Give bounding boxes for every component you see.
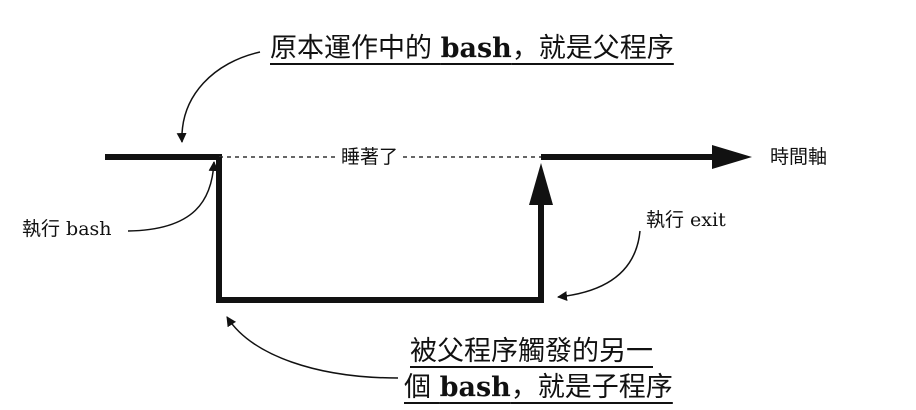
child-callout-arrow: [226, 316, 399, 379]
time-axis-arrowhead: [712, 145, 752, 169]
parent-callout-arrow: [176, 51, 261, 143]
exec-bash-callout-arrow: [127, 161, 219, 232]
exec-exit-label: 執行 exit: [646, 209, 726, 231]
sleeping-label: 睡著了: [338, 148, 402, 167]
child-bash-label-line1: 被父程序觸發的另一: [410, 336, 653, 367]
parent-bash-label: 原本運作中的 bash，就是父程序: [270, 33, 674, 64]
child-bash-label-line2: 個 bash，就是子程序: [404, 372, 673, 403]
time-axis-label: 時間軸: [770, 146, 828, 168]
exec-bash-label: 執行 bash: [22, 218, 112, 240]
exec-exit-callout-arrow: [557, 230, 641, 302]
return-arrowhead: [529, 163, 553, 205]
child-process-path: [216, 157, 544, 303]
